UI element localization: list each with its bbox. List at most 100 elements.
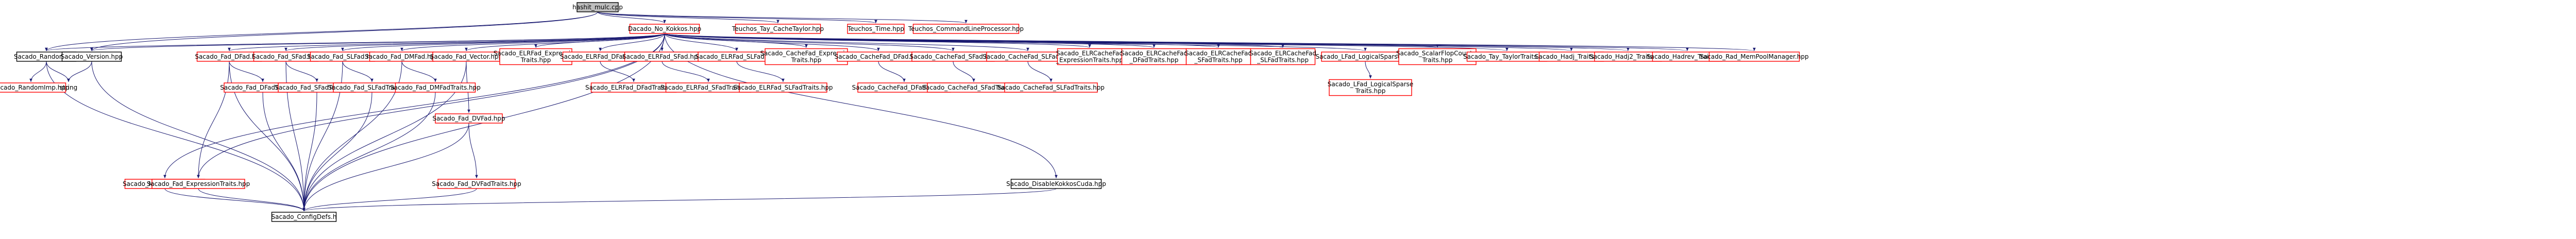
node-sacado-fad-dmfadtraits-hpp[interactable]: Sacado_Fad_DMFadTraits.hpp (390, 82, 481, 93)
edge-random-to-string (46, 61, 70, 82)
node-label: _DFadTraits.hpp (1129, 57, 1179, 64)
node-sacado-elrfad-sfad-hpp[interactable]: Sacado_ELRFad_SFad.hpp (622, 52, 702, 62)
node-label: Sacado_ELRCacheFad (1121, 50, 1188, 57)
node-sacado-elrcachefad-sfadtraits-hpp[interactable]: Sacado_ELRCacheFad_SFadTraits.hpp (1185, 48, 1252, 65)
edge-elr_slfad-to-elr_slfad_tr (736, 61, 785, 82)
node-box (435, 113, 503, 124)
node-label: Sacado_Hadrev_Traits.hpp (1647, 53, 1728, 60)
node-string: string (60, 84, 77, 91)
node-sacado-hadj-traits-hpp[interactable]: Sacado_Hadj_Traits.hpp (1535, 52, 1608, 62)
node-label: Sacado_Fad_Vector.hpp (430, 53, 502, 60)
node-box (1121, 48, 1187, 65)
node-sacado-configdefs-h[interactable]: Sacado_ConfigDefs.h (271, 212, 337, 222)
node-label: Sacado_CacheFad_SLFadTraits.hpp (997, 84, 1105, 91)
node-teuchos-tay-cachetaylor-hpp[interactable]: Teuchos_Tay_CacheTaylor.hpp (732, 24, 824, 34)
node-sacado-fad-dfad-hpp[interactable]: Sacado_Fad_DFad.hpp (195, 52, 264, 62)
node-sacado-fad-dvfadtraits-hpp[interactable]: Sacado_Fad_DVFadTraits.hpp (432, 179, 521, 189)
node-sacado-elrfad-expression-traits-hpp[interactable]: Sacado_ELRFad_ExpressionTraits.hpp (494, 48, 578, 65)
node-label: Sacado_ELRCacheFad (1185, 50, 1252, 57)
edge-nokokos-to-elr_expr (534, 33, 665, 48)
node-sacado-fad-expressiontraits-hpp[interactable]: Sacado_Fad_ExpressionTraits.hpp (147, 179, 250, 189)
node-sacado-cachefad-sfad-hpp[interactable]: Sacado_CacheFad_SFad.hpp (909, 52, 997, 62)
node-label: Sacado_LFad_LogicalSparse (1328, 81, 1414, 88)
edge-fad_dmfad_tr-to-config (302, 92, 436, 212)
node-label: Sacado_Fad_DVFadTraits.hpp (432, 180, 521, 187)
node-label: Traits.hpp (1422, 57, 1453, 64)
node-label: Sacado_CacheFad_Expression (760, 50, 852, 57)
edge-fad_expr-to-config (198, 188, 306, 212)
node-teuchos-time-hpp[interactable]: Teuchos_Time.hpp (847, 24, 905, 34)
edge-root-to-clp (597, 11, 968, 24)
node-box (271, 212, 337, 222)
node-label: Sacado_Rad_MemPoolManager.hpp (1700, 53, 1808, 60)
edge-nokokos-to-fad_dfad (228, 33, 665, 52)
node-sacado-elrfad-slfad-hpp[interactable]: Sacado_ELRFad_SLFad.hpp (696, 52, 778, 62)
node-sacado-fad-vector-hpp[interactable]: Sacado_Fad_Vector.hpp (430, 52, 502, 62)
node-sacado-cachefad-expression-traits-hpp[interactable]: Sacado_CacheFad_ExpressionTraits.hpp (760, 48, 853, 65)
node-sacado-hadrev-traits-hpp[interactable]: Sacado_Hadrev_Traits.hpp (1647, 52, 1728, 62)
node-sacado-disablekokkoscuda-hpp[interactable]: Sacado_DisableKokkosCuda.hpp (1006, 179, 1106, 189)
node-sacado-hadj2-traits-hpp[interactable]: Sacado_Hadj2_Traits.hpp (1589, 52, 1667, 62)
dependency-edges (29, 11, 1755, 212)
node-box (765, 48, 848, 65)
node-sacado-tay-taylortraits-hpp[interactable]: Sacado_Tay_TaylorTraits.hpp (1463, 52, 1551, 62)
node-box (847, 24, 905, 34)
node-label: Sacado_ELRFad_Expression (494, 50, 578, 57)
node-label: Sacado_ScalarFlopCounter (1396, 50, 1479, 57)
node-box (1329, 79, 1412, 96)
edge-mathfn-to-config (164, 188, 306, 212)
edge-nokokos-to-cache_slfad (664, 33, 1029, 52)
edge-root-to-random (45, 11, 598, 52)
edge-fad_sfad-to-fad_sfad_tr (285, 61, 318, 82)
node-box (629, 24, 700, 34)
edge-nokokos-to-fad_dmfad (400, 33, 665, 52)
node-hashit-mulc-cpp[interactable]: hashit_mulc.cpp (572, 2, 623, 12)
edge-nokokos-to-fad_sfad (284, 33, 665, 52)
edge-logical_sparse-to-lfad_traits (1365, 61, 1372, 79)
edge-disable_kokkos-to-config (302, 188, 1057, 212)
node-label: Sacado_Fad_SLFadTraits.hpp (328, 84, 416, 91)
node-label: Sacado_Hadj2_Traits.hpp (1589, 53, 1667, 60)
node-sacado-elrcachefad-dfadtraits-hpp[interactable]: Sacado_ELRCacheFad_DFadTraits.hpp (1121, 48, 1188, 65)
node-label: Sacado_ELRFad_SFadTraits.hpp (660, 84, 756, 91)
node-sacado-elrfad-sfadtraits-hpp[interactable]: Sacado_ELRFad_SFadTraits.hpp (660, 82, 756, 93)
node-sacado-randomimp-hpp[interactable]: Sacado_RandomImp.hpp (0, 82, 70, 93)
node-sacado-fad-slfad-hpp[interactable]: Sacado_Fad_SLFad.hpp (307, 52, 378, 62)
node-box (1250, 48, 1316, 65)
node-sacado-elrfad-slfadtraits-hpp[interactable]: Sacado_ELRFad_SLFadTraits.hpp (733, 82, 833, 93)
node-sacado-fad-dvfad-hpp[interactable]: Sacado_Fad_DVFad.hpp (432, 113, 505, 124)
edge-fad_slfad-to-fad_slfad_tr (342, 61, 374, 82)
edge-nokokos-to-elr_slfad (664, 33, 738, 52)
node-box (61, 52, 122, 62)
node-sacado-elrcachefad-expressiontraits-hpp[interactable]: Sacado_ELRCacheFad_ExpressionTraits.hpp (1056, 48, 1123, 65)
node-sacado-elrcachefad-slfadtraits-hpp[interactable]: Sacado_ELRCacheFad_SLFadTraits.hpp (1249, 48, 1316, 65)
edge-root-to-nokokos (597, 11, 666, 24)
node-box (1010, 179, 1102, 189)
node-label: Sacado_RandomImp.hpp (0, 84, 70, 91)
edge-random-to-random_impl (29, 61, 47, 82)
node-box (1398, 48, 1477, 65)
node-label: string (60, 84, 77, 91)
node-box (437, 179, 516, 189)
edge-fad_dvfad-to-fad_dvfad_tr (468, 123, 478, 179)
node-sacado-elrfad-dfadtraits-hpp[interactable]: Sacado_ELRFad_DFadTraits.hpp (585, 82, 682, 93)
node-sacado-version-hpp[interactable]: Sacado_Version.hpp (61, 52, 123, 62)
node-label: Sacado_CacheFad_SFadTraits.hpp (922, 84, 1025, 91)
node-label: Sacado_ELRFad_DFadTraits.hpp (585, 84, 682, 91)
node-sacado-fad-dmfad-hpp[interactable]: Sacado_Fad_DMFad.hpp (365, 52, 439, 62)
node-sacado-cachefad-slfadtraits-hpp[interactable]: Sacado_CacheFad_SLFadTraits.hpp (997, 82, 1105, 93)
node-label: Teuchos_CommandLineProcessor.hpp (908, 25, 1024, 32)
node-label: Sacado_ELRCacheFad (1249, 50, 1316, 57)
node-label: Sacado_ELRFad_SFad.hpp (622, 53, 702, 60)
node-sacado-fad-slfadtraits-hpp[interactable]: Sacado_Fad_SLFadTraits.hpp (328, 82, 416, 93)
node-sacado-rad-mempoolmanager-hpp[interactable]: Sacado_Rad_MemPoolManager.hpp (1700, 52, 1809, 62)
edge-root-to-tay_cache (597, 11, 779, 24)
node-label: Sacado_CacheFad_SLFad.hpp (982, 53, 1073, 60)
node-sacado-fad-sfad-hpp[interactable]: Sacado_Fad_SFad.hpp (252, 52, 320, 62)
node-dacado-no-kokkos-hpp[interactable]: Dacado_No_Kokkos.hpp (628, 24, 701, 34)
node-label: _SLFadTraits.hpp (1257, 57, 1309, 64)
node-box (739, 82, 827, 93)
node-teuchos-commandlineprocessor-hpp[interactable]: Teuchos_CommandLineProcessor.hpp (908, 24, 1024, 34)
